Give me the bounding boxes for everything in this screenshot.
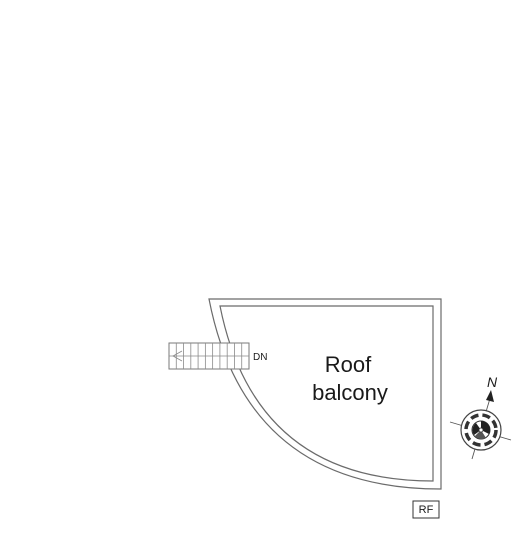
compass-middle-ring <box>464 413 498 447</box>
floor-tag-box <box>412 500 440 519</box>
stairs-direction-arrow <box>172 350 183 362</box>
room-name-line1: Roof <box>325 352 372 377</box>
stairs: DN <box>168 342 267 370</box>
compass-inner-segment-2 <box>472 423 481 435</box>
compass-center-dot <box>478 427 484 433</box>
stairs-direction-label: DN <box>253 352 267 363</box>
floor-tag-label: RF <box>419 504 434 516</box>
compass-north-label: N <box>487 374 498 390</box>
north-compass: N <box>449 374 512 460</box>
compass-inner-segment-3 <box>475 430 486 440</box>
room-name-line2: balcony <box>312 380 388 405</box>
floor-tag: RF <box>412 500 440 519</box>
compass-arrow-head <box>486 390 494 402</box>
